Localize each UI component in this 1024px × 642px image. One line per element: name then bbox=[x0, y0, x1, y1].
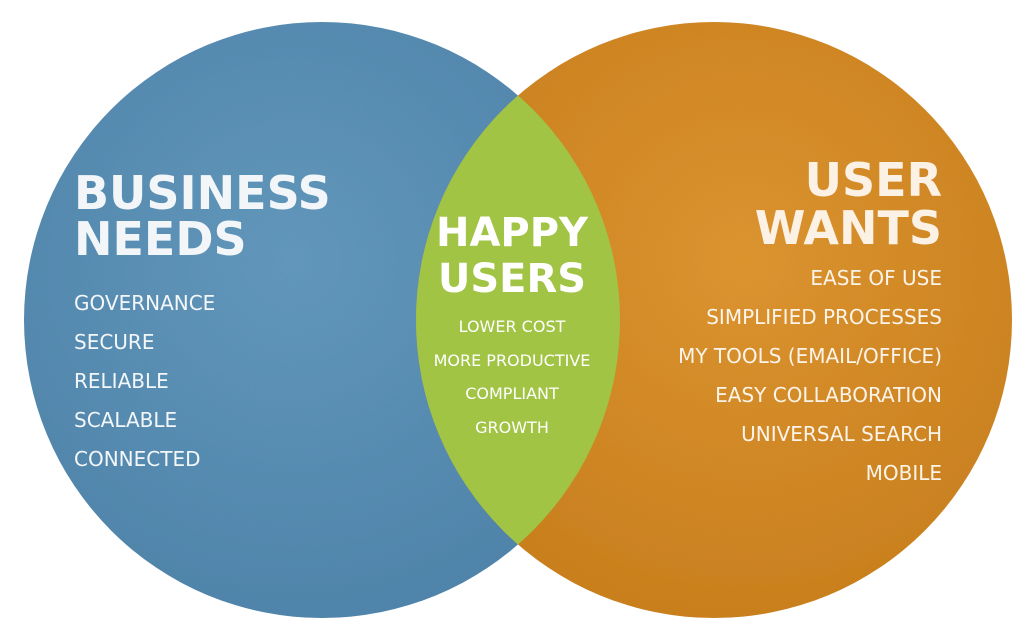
user-wants-item: EASY COLLABORATION bbox=[715, 383, 942, 407]
user-wants-item: EASE OF USE bbox=[810, 266, 942, 290]
happy-users-list: LOWER COST MORE PRODUCTIVE COMPLIANT GRO… bbox=[402, 310, 622, 444]
happy-users-item: LOWER COST bbox=[458, 317, 566, 336]
business-needs-list: GOVERNANCE SECURE RELIABLE SCALABLE CONN… bbox=[74, 284, 215, 479]
business-needs-title-line-2: NEEDS bbox=[74, 212, 247, 266]
user-wants-title-line-1: USER bbox=[804, 153, 942, 207]
user-wants-item: MY TOOLS (EMAIL/OFFICE) bbox=[678, 344, 942, 368]
user-wants-item: MOBILE bbox=[865, 461, 942, 485]
happy-users-item: COMPLIANT bbox=[465, 384, 559, 403]
happy-users-title: HAPPY USERS bbox=[402, 210, 622, 302]
happy-users-item: MORE PRODUCTIVE bbox=[433, 350, 591, 370]
business-needs-item: SECURE bbox=[74, 330, 155, 354]
user-wants-title-line-2: WANTS bbox=[754, 201, 942, 255]
happy-users-overlap bbox=[416, 22, 620, 618]
user-wants-item: UNIVERSAL SEARCH bbox=[741, 422, 942, 446]
business-needs-item: SCALABLE bbox=[74, 408, 178, 432]
business-needs-item: RELIABLE bbox=[74, 369, 169, 393]
business-needs-title: BUSINESS NEEDS bbox=[74, 170, 331, 262]
user-wants-list: EASE OF USE SIMPLIFIED PROCESSES MY TOOL… bbox=[678, 259, 942, 493]
happy-users-title-line-2: USERS bbox=[437, 256, 587, 302]
business-needs-item: GOVERNANCE bbox=[74, 291, 216, 315]
business-needs-item: CONNECTED bbox=[74, 447, 201, 471]
user-wants-item: SIMPLIFIED PROCESSES bbox=[706, 305, 942, 329]
user-wants-title: USER WANTS bbox=[755, 156, 942, 252]
business-needs-title-line-1: BUSINESS bbox=[74, 166, 331, 220]
happy-users-title-line-1: HAPPY bbox=[435, 210, 589, 256]
happy-users-item: GROWTH bbox=[475, 417, 549, 437]
